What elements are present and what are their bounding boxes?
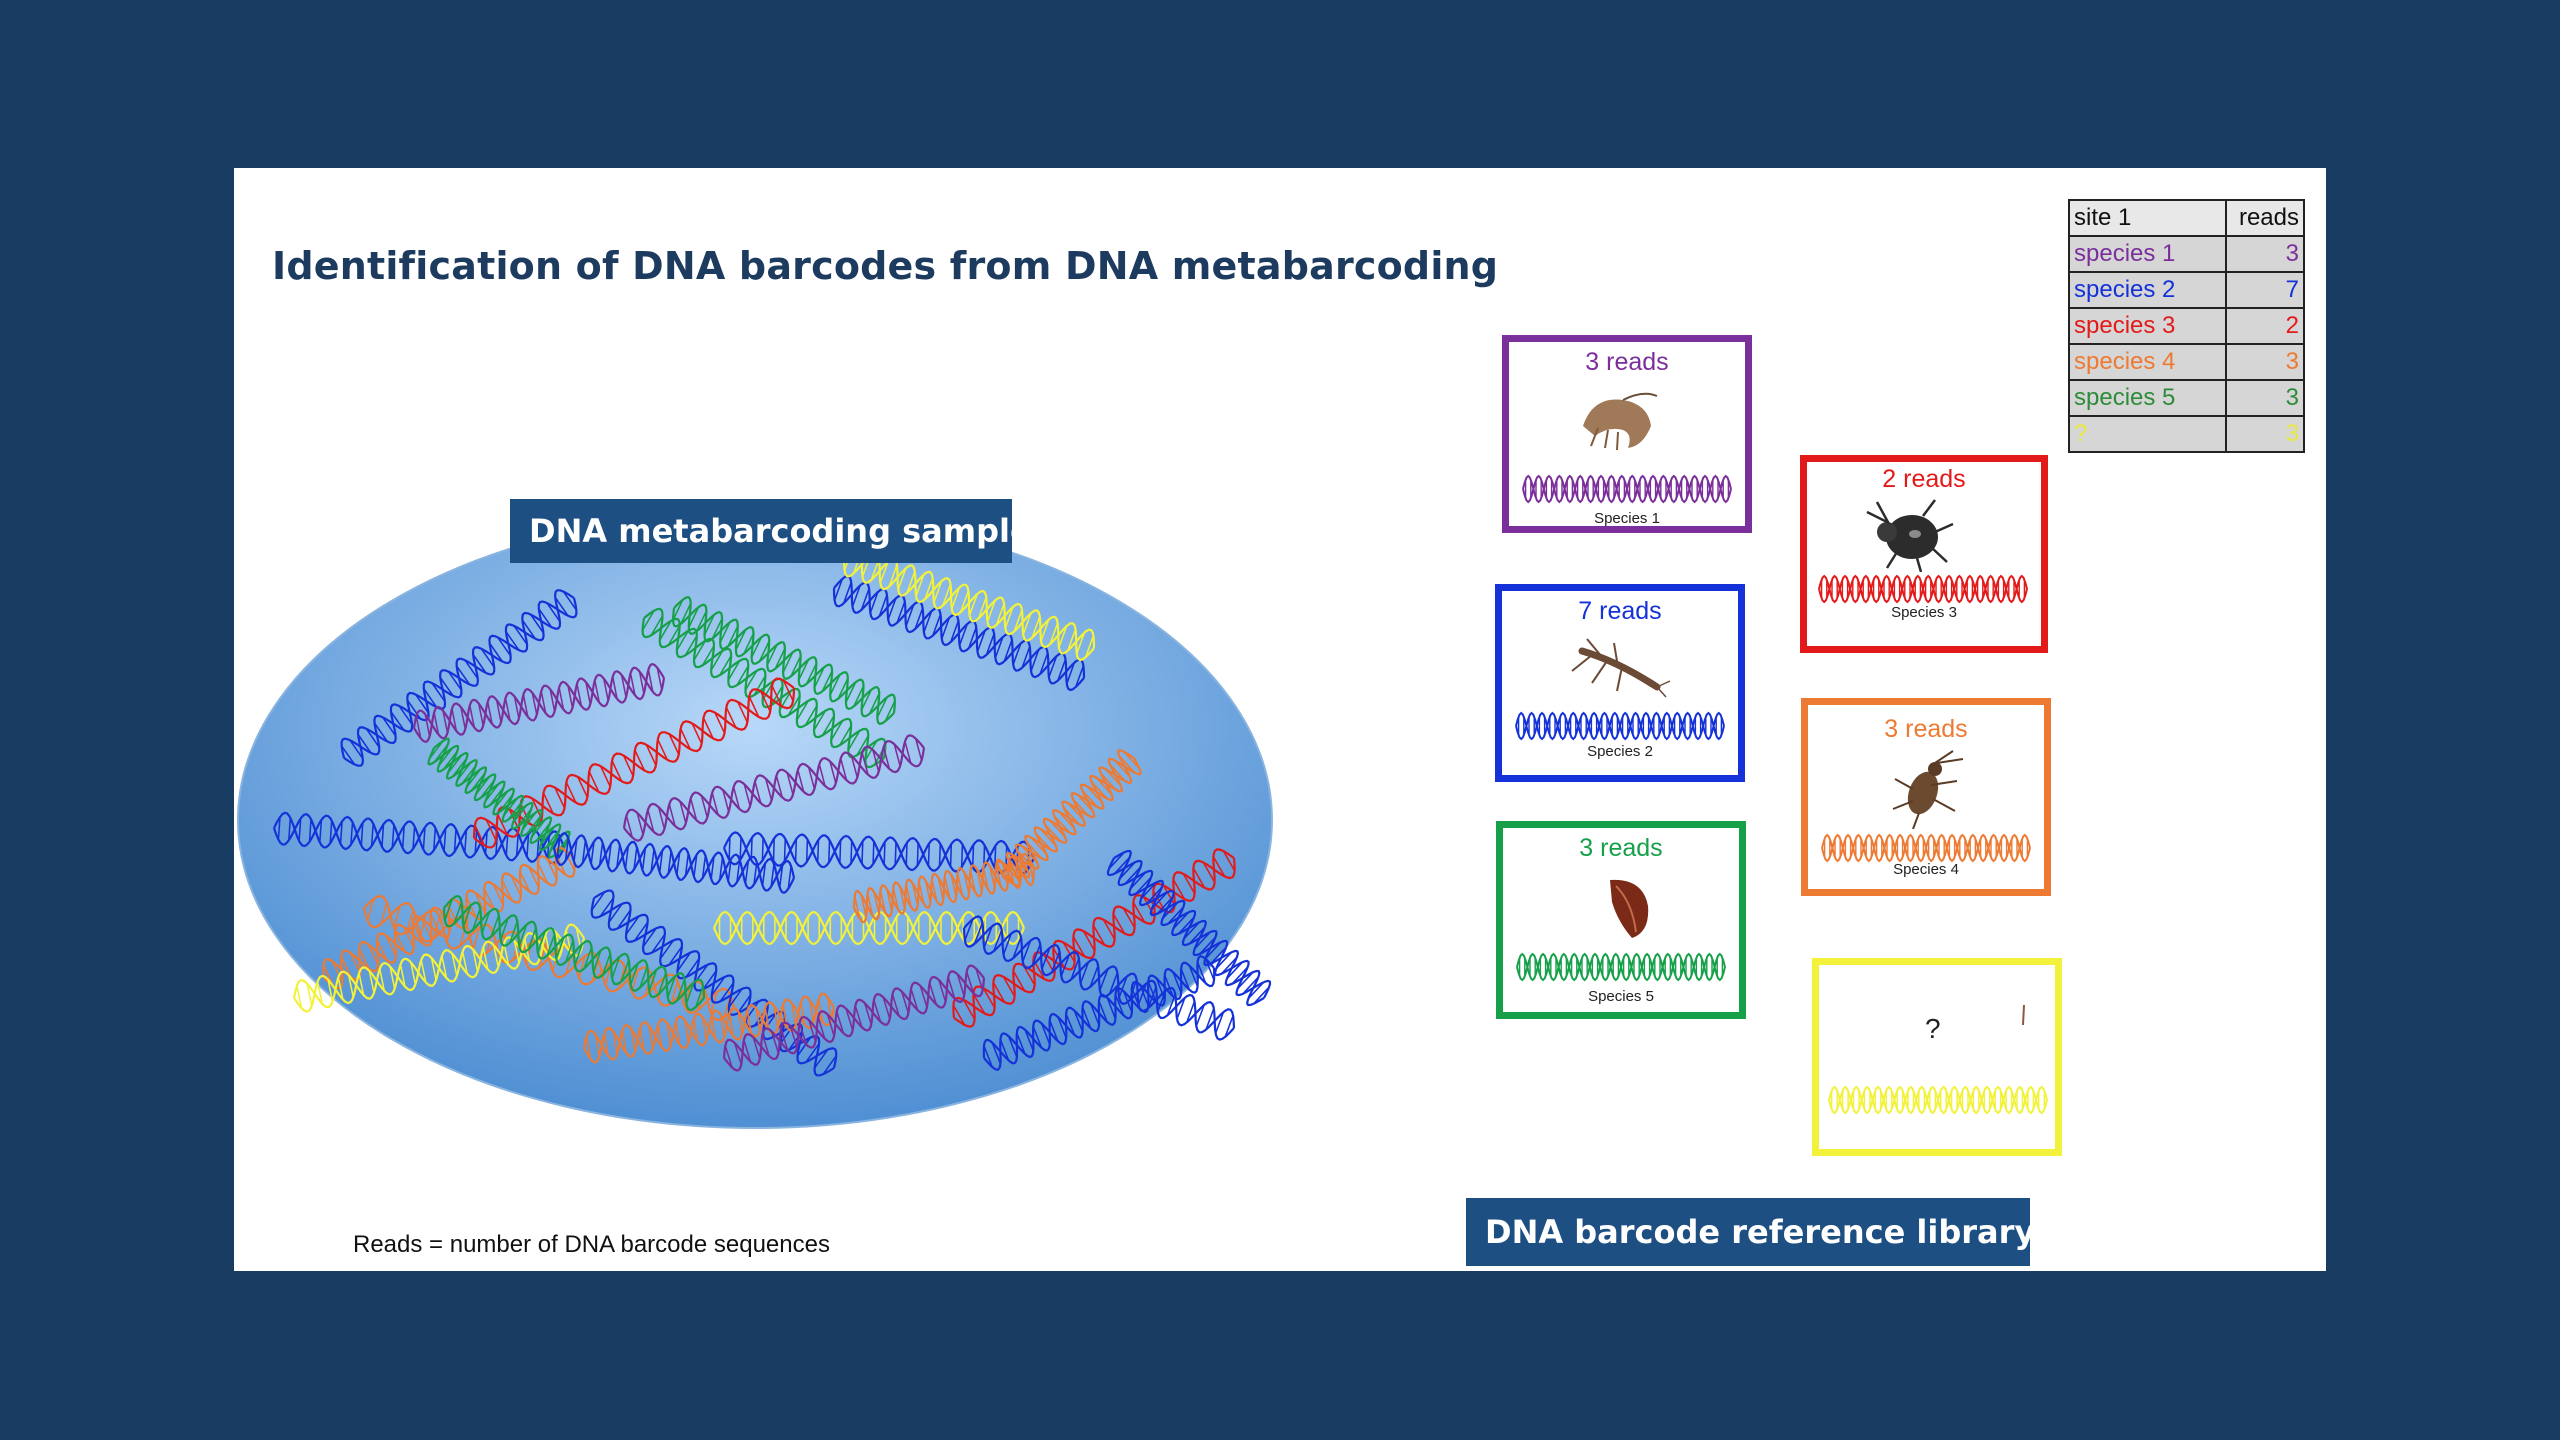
dna-strand bbox=[842, 544, 1096, 662]
species-name-cell: species 3 bbox=[2068, 307, 2227, 345]
reads-cell: 3 bbox=[2225, 379, 2305, 417]
footnote: Reads = number of DNA barcode sequences bbox=[353, 1231, 830, 1258]
slide: Identification of DNA barcodes from DNA … bbox=[234, 168, 2326, 1271]
dna-strand bbox=[582, 992, 836, 1064]
reads-count: 7 reads bbox=[1578, 597, 1662, 625]
dna-strand bbox=[1828, 1085, 2048, 1115]
sample-dna-strands bbox=[272, 544, 1272, 1077]
species-name-cell: species 1 bbox=[2068, 235, 2227, 273]
slide-title: Identification of DNA barcodes from DNA … bbox=[272, 244, 1499, 288]
dna-strand bbox=[1106, 849, 1272, 1007]
species-name-cell: ? bbox=[2068, 415, 2227, 453]
reference-box-species-4: 3 reads Species 4 bbox=[1801, 698, 2051, 896]
reads-count: 2 reads bbox=[1882, 465, 1966, 493]
species-name-cell: species 5 bbox=[2068, 379, 2227, 417]
dna-strand bbox=[982, 954, 1216, 1072]
dna-strand bbox=[962, 915, 1236, 1041]
reads-cell: 7 bbox=[2225, 271, 2305, 309]
reads-cell: 3 bbox=[2225, 235, 2305, 273]
table-header-reads: reads bbox=[2225, 199, 2305, 237]
reads-cell: 2 bbox=[2225, 307, 2305, 345]
dna-strand bbox=[1516, 952, 1726, 982]
unknown-icon bbox=[2022, 1004, 2025, 1026]
dna-strand bbox=[442, 894, 706, 1012]
reference-box-species-5: 3 reads Species 5 bbox=[1496, 821, 1746, 1019]
reads-cell: 3 bbox=[2225, 415, 2305, 453]
dna-strand bbox=[996, 749, 1142, 887]
reference-box-species-2: 7 reads Species 2 bbox=[1495, 584, 1745, 782]
reads-cell: 3 bbox=[2225, 343, 2305, 381]
reads-count: 3 reads bbox=[1585, 348, 1669, 376]
reads-count: 3 reads bbox=[1884, 715, 1968, 743]
species-caption: Species 1 bbox=[1594, 510, 1660, 527]
species-caption: Species 4 bbox=[1893, 861, 1959, 878]
dna-barcode-strand bbox=[1522, 474, 1732, 504]
dna-strand bbox=[671, 595, 897, 726]
reference-box-unknown: ? bbox=[1812, 958, 2062, 1156]
dna-barcode-strand bbox=[1828, 1085, 2048, 1115]
dna-strand bbox=[1821, 833, 2031, 863]
species-name-cell: species 4 bbox=[2068, 343, 2227, 381]
mayfly-icon bbox=[1571, 638, 1671, 698]
table-header-site: site 1 bbox=[2068, 199, 2227, 237]
dna-barcode-strand bbox=[1818, 574, 2028, 604]
dna-strand bbox=[340, 589, 578, 767]
dna-barcode-strand bbox=[1515, 711, 1725, 741]
dna-barcode-strand bbox=[1821, 833, 2031, 863]
dna-strand bbox=[952, 848, 1236, 1028]
unknown-question-mark: ? bbox=[1925, 1013, 1941, 1044]
dna-strand bbox=[1515, 711, 1725, 741]
reference-library-label: DNA barcode reference library bbox=[1466, 1198, 2035, 1266]
reference-box-species-3: 2 reads Species 3 bbox=[1800, 455, 2048, 653]
dna-strand bbox=[552, 831, 796, 895]
dna-strand bbox=[412, 662, 666, 744]
dna-strand bbox=[1522, 474, 1732, 504]
dna-strand bbox=[712, 910, 1026, 946]
shrimp-icon bbox=[1583, 392, 1658, 451]
dna-strand bbox=[722, 964, 986, 1072]
species-caption: Species 3 bbox=[1891, 604, 1957, 621]
leaf-litter-icon bbox=[1610, 879, 1649, 938]
beetle-icon bbox=[1866, 499, 1954, 572]
sample-label: DNA metabarcoding sample bbox=[510, 499, 1032, 563]
dna-strand bbox=[362, 894, 736, 1022]
metabarcoding-sample-diagram bbox=[237, 511, 1273, 1129]
dna-strand bbox=[427, 737, 571, 859]
species-caption: Species 5 bbox=[1588, 988, 1654, 1005]
dna-strand bbox=[622, 734, 926, 842]
reads-count: 3 reads bbox=[1579, 834, 1663, 862]
reference-box-species-1: 3 reads Species 1 bbox=[1502, 335, 1752, 533]
bug-icon bbox=[1892, 750, 1964, 829]
table-row: ?3 bbox=[2068, 415, 2305, 453]
dna-strand bbox=[1818, 574, 2028, 604]
table-header-row: site 1 reads bbox=[2068, 199, 2305, 237]
dna-strand bbox=[852, 852, 1036, 924]
dna-strand bbox=[272, 811, 566, 865]
dna-barcode-strand bbox=[1516, 952, 1726, 982]
dna-strand bbox=[832, 574, 1086, 692]
species-caption: Species 2 bbox=[1587, 743, 1653, 760]
species-name-cell: species 2 bbox=[2068, 271, 2227, 309]
